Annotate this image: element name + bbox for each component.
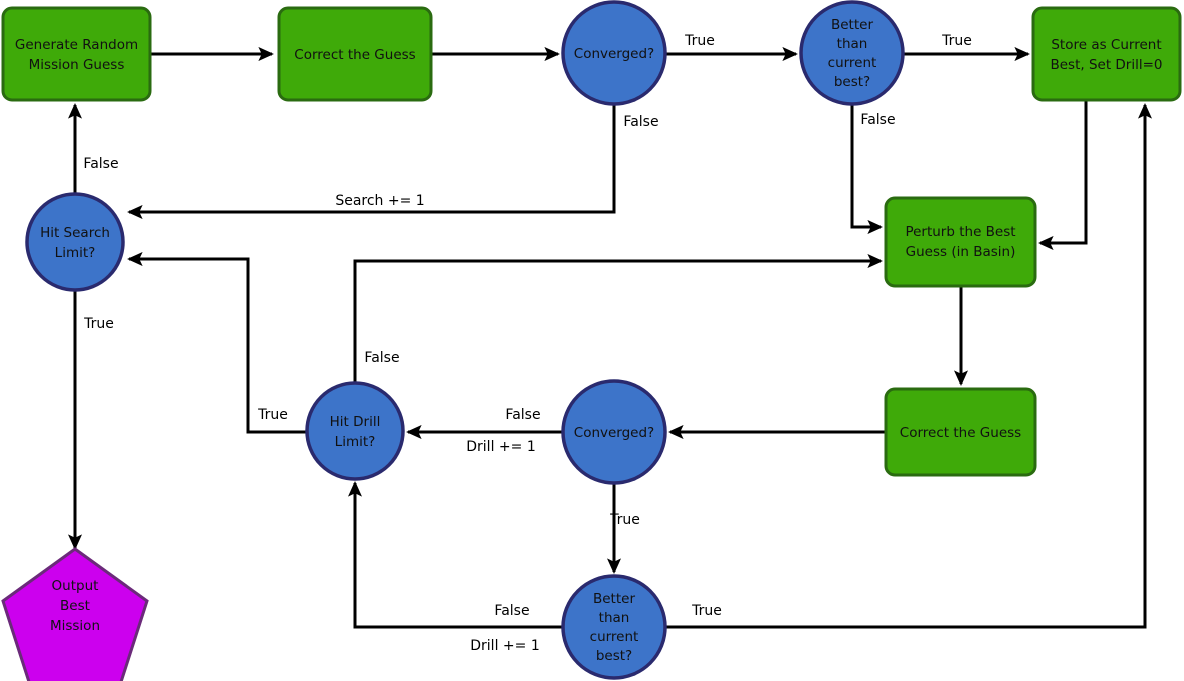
better-top-label-line1: Better [831,17,873,33]
edge-label-hit-search-true: True [83,316,114,332]
edge-label-hit-search-false: False [83,156,118,172]
node-store-as-current-best[interactable]: Store as Current Best, Set Drill=0 [1031,6,1182,102]
node-better-than-current-best-bottom[interactable]: Better than current best? [561,574,667,680]
edge-label-converged-bottom-drill: Drill += 1 [466,439,535,455]
node-correct-the-guess-top[interactable]: Correct the Guess [277,6,433,102]
edge-label-better-top-true: True [941,33,972,49]
hit-search-limit-label-line2: Limit? [55,245,96,261]
edge-labels-layer: True False True False Search += 1 False … [83,33,972,654]
better-bottom-circle[interactable] [561,574,667,680]
hit-search-limit-label-line1: Hit Search [40,225,110,241]
node-converged-bottom[interactable]: Converged? [561,379,667,485]
edge-label-converged-top-true: True [684,33,715,49]
converged-bottom-circle[interactable] [561,379,667,485]
node-output-best-mission[interactable]: Output Best Mission [1,547,149,681]
perturb-label-line2: Guess (in Basin) [906,244,1016,260]
hit-drill-limit-label-line2: Limit? [335,434,376,450]
perturb-box[interactable] [884,196,1037,288]
hit-drill-limit-circle[interactable] [305,381,405,481]
edge-label-hit-drill-false: False [364,350,399,366]
edge-better-bottom-false-to-hit-drill [347,481,563,629]
perturb-label-line1: Perturb the Best [905,224,1015,240]
generate-random-label-line1: Generate Random [15,37,138,53]
edge-converged-false-to-hit-search [127,105,616,220]
store-best-label-line1: Store as Current [1051,37,1161,53]
correct-guess-bottom-label: Correct the Guess [900,425,1021,441]
edge-label-search-increment: Search += 1 [335,193,424,209]
node-better-than-current-best-top[interactable]: Better than current best? [799,0,905,106]
converged-top-circle[interactable] [561,0,667,106]
edges-layer [67,46,1153,629]
output-best-mission-label-line3: Mission [50,618,100,634]
node-perturb-the-best-guess[interactable]: Perturb the Best Guess (in Basin) [884,196,1037,288]
edge-better-false-to-perturb [850,105,883,235]
generate-random-label-line2: Mission Guess [29,57,125,73]
converged-bottom-label: Converged? [574,425,654,441]
hit-drill-limit-label-line1: Hit Drill [330,414,381,430]
edge-label-converged-bottom-false: False [505,407,540,423]
correct-guess-top-label: Correct the Guess [294,47,415,63]
generate-random-box[interactable] [1,6,152,102]
node-converged-top[interactable]: Converged? [561,0,667,106]
converged-top-label: Converged? [574,46,654,62]
node-correct-the-guess-bottom[interactable]: Correct the Guess [884,387,1037,477]
better-bottom-label-line4: best? [596,648,632,664]
output-best-mission-label-line1: Output [52,578,99,594]
edge-label-better-top-false: False [860,112,895,128]
node-generate-random-mission-guess[interactable]: Generate Random Mission Guess [1,6,152,102]
store-best-box[interactable] [1031,6,1182,102]
correct-guess-bottom-box[interactable] [884,387,1037,477]
better-bottom-label-line3: current [590,629,639,645]
output-best-mission-label-line2: Best [60,598,90,614]
edge-label-converged-top-false: False [623,114,658,130]
store-best-label-line2: Best, Set Drill=0 [1050,57,1162,73]
edge-label-better-bottom-drill: Drill += 1 [470,638,539,654]
edge-store-to-perturb [1038,100,1088,251]
correct-guess-top-box[interactable] [277,6,433,102]
edge-hit-drill-false-to-perturb [353,253,883,382]
better-top-label-line4: best? [834,74,870,90]
edge-label-better-bottom-true: True [691,603,722,619]
better-bottom-label-line1: Better [593,591,635,607]
edge-label-hit-drill-true: True [257,407,288,423]
better-bottom-label-line2: than [599,610,630,626]
node-hit-drill-limit[interactable]: Hit Drill Limit? [305,381,405,481]
edge-better-bottom-true-to-store [665,103,1153,629]
better-top-circle[interactable] [799,0,905,106]
better-top-label-line2: than [837,36,868,52]
output-best-mission-pentagon[interactable] [1,547,149,681]
edge-label-better-bottom-false: False [494,603,529,619]
hit-search-limit-circle[interactable] [25,192,125,292]
better-top-label-line3: current [828,55,877,71]
edge-label-converged-bottom-true: True [609,512,640,528]
edge-hit-drill-true-to-hit-search [127,251,307,434]
node-hit-search-limit[interactable]: Hit Search Limit? [25,192,125,292]
